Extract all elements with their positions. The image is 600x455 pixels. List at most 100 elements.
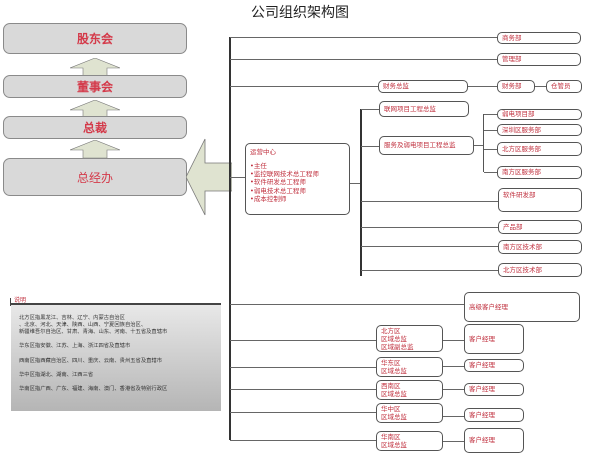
software-rd-dept-label: 软件研发部 (503, 191, 536, 199)
connector (230, 440, 376, 441)
warehouse-node: 仓管员 (546, 80, 582, 93)
region-line: 西南区 (381, 382, 401, 390)
south-tech-dept-node: 南方区技术部 (498, 240, 582, 254)
connector (230, 59, 498, 60)
network-project-director-node: 联网项目工程总监 (379, 101, 469, 117)
warehouse-label: 仓管员 (551, 82, 571, 91)
board-box: 董事会 (3, 75, 187, 98)
gm-office-label: 总经办 (76, 170, 113, 185)
software-rd-dept-node: 软件研发部 (498, 188, 582, 212)
connector (350, 183, 360, 184)
connector (230, 177, 245, 178)
region-line: 北方区 (381, 327, 401, 335)
region-central-node: 华中区 区域总监 (376, 403, 443, 423)
connector (230, 389, 376, 390)
account-manager-label: 客户经理 (469, 334, 495, 343)
operations-center-node: 运营中心 •主任 •监控联网技术总工程师 •软件研发总工程师 •弱电技术总工程师… (245, 143, 350, 215)
legend-box: 北方区指黑龙江、吉林、辽宁、内蒙古自治区 、北京、河北、天津、陕西、山西、宁夏回… (11, 303, 221, 411)
connector (361, 146, 379, 147)
page-title: 公司组织架构图 (251, 5, 349, 21)
legend-line: 新疆维吾尔自治区、甘肃、青海、山东、河南、十五省及直辖市 (19, 329, 168, 336)
legend-line: 华东区指安徽、江苏、上海、浙江四省及直辖市 (19, 343, 131, 350)
product-dept-node: 产品部 (498, 220, 582, 234)
legend-line: 西南区指西藏自治区、四川、重庆、云南、贵州五省及直辖市 (19, 357, 163, 364)
connector (443, 340, 464, 341)
connector (361, 109, 379, 110)
connector (443, 416, 464, 417)
account-manager-label: 客户经理 (469, 385, 495, 394)
region-line: 区域总监 (381, 335, 407, 344)
region-line: 区域副总监 (381, 343, 414, 352)
region-south-manager-node: 客户经理 (464, 428, 524, 453)
service-weak-current-director-node: 服务及弱电项目工程总监 (379, 136, 474, 155)
north-tech-dept-label: 北方区技术部 (503, 265, 542, 274)
account-manager-label: 客户经理 (469, 410, 495, 419)
connector (230, 86, 378, 87)
shareholders-box: 股东会 (3, 23, 187, 54)
connector (484, 130, 498, 131)
connector (443, 366, 464, 367)
legend-line: 、北京、河北、天津、陕西、山西、宁夏回族自治区、 (19, 322, 147, 329)
region-central-manager-node: 客户经理 (464, 408, 524, 422)
ops-item: •软件研发总工程师 (250, 178, 306, 187)
connector (484, 172, 498, 173)
region-line: 华南区 (381, 433, 401, 441)
region-east-node: 华东区 区域总监 (376, 357, 443, 377)
ops-item: •监控联网技术总工程师 (250, 170, 319, 179)
board-label: 董事会 (76, 80, 113, 94)
region-north-node: 北方区 区域总监 区域副总监 (376, 325, 443, 352)
region-line: 华中区 (381, 405, 401, 413)
senior-account-manager-label: 高级客户经理 (469, 302, 508, 311)
region-line: 华东区 (381, 359, 401, 367)
connector (361, 227, 498, 228)
shenzhen-service-dept-label: 深圳区服务部 (502, 125, 541, 134)
finance-director-label: 财务总监 (383, 82, 409, 91)
region-line: 区域总监 (381, 441, 407, 450)
connector (230, 340, 376, 341)
senior-account-manager-node: 高级客户经理 (464, 292, 580, 322)
connector (474, 145, 484, 146)
operations-center-title: 运营中心 (250, 148, 276, 156)
connector (230, 304, 464, 305)
connector (535, 86, 546, 87)
legend-line (19, 351, 167, 358)
shenzhen-service-dept-node: 深圳区服务部 (497, 124, 582, 136)
south-service-dept-label: 南方区服务部 (502, 168, 541, 177)
business-dept-node: 商务部 (497, 32, 581, 44)
connector (443, 389, 464, 390)
connector (468, 86, 497, 87)
connector (361, 201, 498, 202)
business-dept-label: 商务部 (502, 33, 522, 42)
up-arrow-icon (70, 100, 120, 118)
connector (230, 37, 498, 38)
legend-line (19, 365, 167, 372)
connector (230, 367, 376, 368)
shareholders-label: 股东会 (76, 32, 113, 46)
legend-line: 华南区指广西、广东、福建、海南、澳门、香港省及特别行政区 (19, 385, 168, 392)
account-manager-label: 客户经理 (469, 361, 495, 370)
ops-item: •成本控制师 (250, 194, 287, 203)
region-southwest-manager-node: 客户经理 (464, 383, 524, 396)
up-arrow-icon (70, 140, 120, 158)
region-north-manager-node: 客户经理 (464, 324, 524, 354)
finance-dept-node: 财务部 (497, 80, 535, 93)
service-branch-line (483, 114, 484, 172)
region-south-node: 华南区 区域总监 (376, 431, 443, 451)
ops-item: •弱电技术总工程师 (250, 186, 306, 195)
connector (361, 246, 498, 247)
region-line: 区域总监 (381, 390, 407, 399)
region-line: 区域总监 (381, 413, 407, 422)
connector (484, 149, 498, 150)
north-service-dept-node: 北方区服务部 (497, 142, 582, 156)
president-label: 总裁 (82, 121, 107, 135)
north-service-dept-label: 北方区服务部 (502, 144, 541, 153)
legend-line (19, 379, 167, 386)
region-southwest-node: 西南区 区域总监 (376, 380, 443, 400)
south-service-dept-node: 南方区服务部 (497, 166, 582, 179)
left-arrow-icon (186, 138, 232, 216)
finance-director-node: 财务总监 (378, 80, 468, 93)
legend-label: 说明 (14, 297, 27, 304)
up-arrow-icon (70, 58, 120, 76)
president-box: 总裁 (3, 116, 187, 139)
south-tech-dept-label: 南方区技术部 (503, 242, 542, 251)
